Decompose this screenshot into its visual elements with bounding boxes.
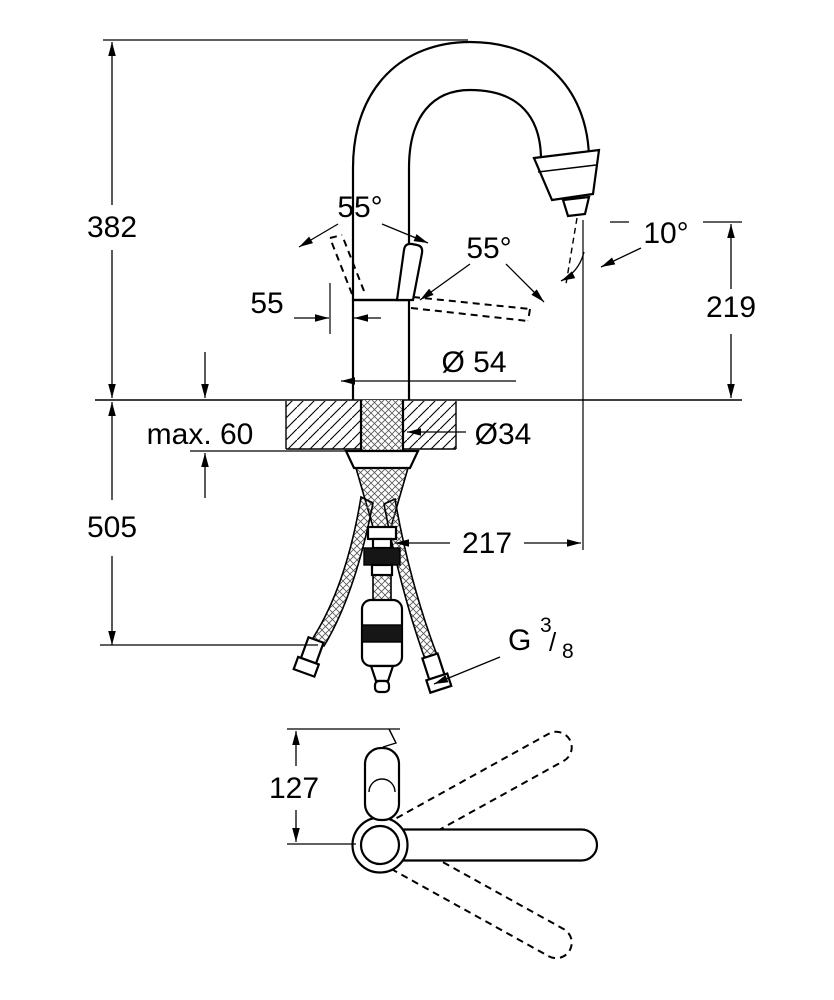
dimension-10deg: 10° (600, 212, 742, 268)
dimension-55-reach: 55 (250, 283, 381, 334)
lever-dashed-right (412, 296, 531, 310)
dim-219-label: 219 (706, 291, 756, 324)
dimension-217: 217 (395, 527, 581, 560)
lever-dashed-left (329, 237, 353, 295)
dimension-382: 382 (87, 39, 468, 398)
base-inner-circle (359, 824, 401, 866)
lever-plan (363, 728, 401, 822)
dimension-505: 505 (87, 402, 318, 646)
dim-127-label: 127 (269, 772, 319, 805)
thread-g-label: G (508, 624, 531, 657)
dimension-max60: max. 60 (147, 352, 346, 498)
spray-head (532, 148, 601, 550)
dimension-dia54: Ø 54 (341, 346, 516, 385)
check-valve (363, 547, 401, 566)
hose-connector-left (292, 635, 325, 679)
spray-head-tip (561, 195, 591, 218)
dimension-127: 127 (269, 728, 400, 845)
thread-slash-label: / (549, 627, 557, 657)
supply-hose-left (311, 495, 374, 648)
dim-max60-label: max. 60 (147, 418, 254, 451)
faucet-side-view: 382 505 max. 60 55 55° 5 (87, 39, 756, 695)
spray-head-body (532, 148, 601, 202)
dimension-thread-g38: G 3 / 8 (433, 614, 574, 685)
dim-382-label: 382 (87, 211, 137, 244)
faucet-top-view: 127 (269, 728, 599, 960)
dim-55-label: 55 (250, 287, 283, 320)
dim-55deg-right-label: 55° (466, 232, 511, 265)
dim-dia34-label: Ø34 (475, 418, 532, 451)
thread-den-label: 8 (562, 640, 574, 663)
mounting-nut (344, 449, 420, 470)
dim-10deg-label: 10° (643, 217, 688, 250)
hand-lever (329, 234, 531, 322)
dim-505-label: 505 (87, 511, 137, 544)
weight-band (361, 624, 403, 643)
pullout-hose-stack (363, 525, 401, 601)
dimension-219: 219 (706, 224, 756, 398)
dim-dia54-label: Ø 54 (441, 346, 506, 379)
spray-angle-arc (560, 251, 585, 282)
thread-num-label: 3 (540, 614, 552, 637)
lever-solid (395, 242, 424, 302)
dim-55deg-left-label: 55° (337, 191, 382, 224)
pullout-weight (360, 598, 404, 694)
dimension-dia34: Ø34 (407, 418, 531, 451)
dim-217-label: 217 (462, 527, 512, 560)
hose-connector-right (421, 652, 453, 695)
dimension-55deg-left: 55° (298, 191, 429, 248)
dimension-55deg-right: 55° (419, 232, 545, 303)
